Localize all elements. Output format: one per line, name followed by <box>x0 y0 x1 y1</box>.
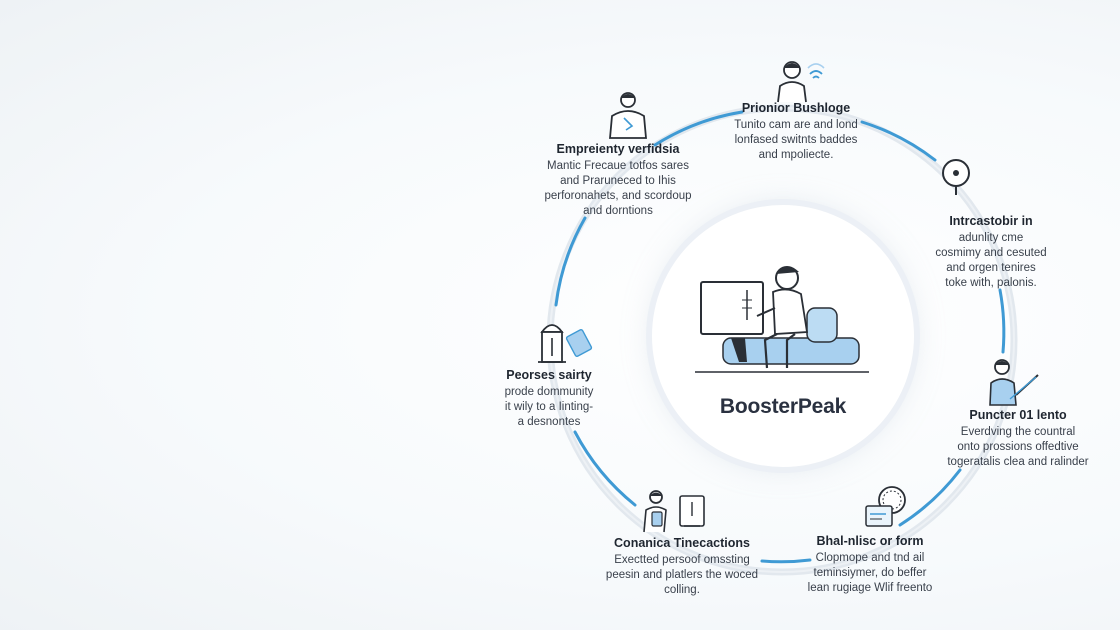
node-title: Prionior Bushloge <box>741 101 851 115</box>
node-title: Puncter 01 lento <box>969 408 1067 422</box>
node-text-line: adunlity cme <box>958 232 1024 244</box>
cycle-node-bottom-right: Bhal-nlisc or form Clopmope and tnd ail … <box>796 534 944 596</box>
node-text-line: togeratalis clea and ralinder <box>947 456 1089 468</box>
cycle-node-upper-right: Intrcastobir in adunlity cme cosmimy and… <box>920 214 1062 291</box>
node-title: Intrcastobir in <box>949 214 1033 228</box>
node-text-line: a desnontes <box>517 416 581 428</box>
ring-arc-left <box>554 216 587 307</box>
node-text-line: and Praruneced to Ihis <box>560 175 676 187</box>
node-text-line: Exectted persoof omssting <box>614 554 750 566</box>
person-at-computer-illustration <box>695 266 869 373</box>
lighthouse-tag-icon <box>538 324 593 363</box>
ring-arc-bottom-right <box>898 468 962 527</box>
cycle-node-left: Peorses sairty prode dommunity it wily t… <box>486 368 612 430</box>
node-text-line: and orgen tenires <box>946 262 1036 274</box>
ring-arc-bottom <box>760 558 812 564</box>
cycle-node-upper-left: Empreienty verfidsia Mantic Frecaue totf… <box>530 142 706 219</box>
camera-lamp-icon <box>942 159 970 195</box>
node-text-line: cosmimy and cesuted <box>935 247 1047 259</box>
node-text-line: toke with, palonis. <box>945 277 1037 289</box>
cycle-node-right: Puncter 01 lento Everdving the countral … <box>918 408 1118 470</box>
person-wifi-icon <box>777 61 825 103</box>
ring-arc-bottom-left <box>573 430 637 507</box>
node-title: Bhal-nlisc or form <box>816 534 924 548</box>
node-text-line: and mpoliecte. <box>758 149 834 161</box>
node-text-line: teminsiymer, do beffer <box>813 567 927 579</box>
person-phone-icon <box>643 490 705 533</box>
person-badge-icon <box>609 92 647 139</box>
node-text-line: perforonahets, and scordoup <box>544 190 692 202</box>
ring-arc-top-right <box>860 120 937 162</box>
node-title: Peorses sairty <box>506 368 592 382</box>
node-title: Empreienty verfidsia <box>556 142 680 156</box>
node-text-line: Mantic Frecaue totfos sares <box>547 160 689 172</box>
node-text-line: Clopmope and tnd ail <box>815 552 925 564</box>
node-text-line: and dorntions <box>583 205 653 217</box>
cycle-node-top: Prionior Bushloge Tunito cam are and lon… <box>722 101 870 163</box>
node-text-line: prode dommunity <box>504 386 594 398</box>
person-laptop-icon <box>989 359 1039 406</box>
node-text-line: peesin and platlers the woced <box>605 569 759 581</box>
node-text-line: it wily to a Iinting- <box>504 401 594 413</box>
node-text-line: onto prossions offedtive <box>957 441 1079 453</box>
clock-card-icon <box>865 486 906 527</box>
node-text-line: lonfased switnts baddes <box>734 134 858 146</box>
node-text-line: colling. <box>664 584 700 596</box>
node-text-line: Tunito cam are and lond <box>734 119 858 131</box>
cycle-node-bottom-left: Conanica Tinecactions Exectted persoof o… <box>598 536 766 598</box>
ring-arc-top-left <box>653 110 744 147</box>
center-hub: BoosterPeak <box>652 205 914 467</box>
node-title: Conanica Tinecactions <box>614 536 750 550</box>
hub-title: BoosterPeak <box>719 395 847 418</box>
node-text-line: Everdving the countral <box>960 426 1076 438</box>
node-text-line: lean rugiage Wlif freento <box>807 582 933 594</box>
ring-arc-right <box>998 288 1006 354</box>
